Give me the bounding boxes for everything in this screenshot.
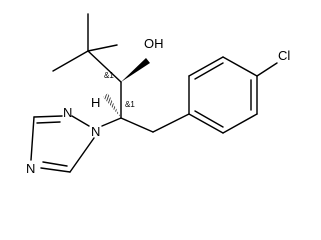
triazole-bond-n4-c5-inner (42, 161, 68, 167)
triazole-ring: N N N (26, 105, 100, 176)
triazole-n2-label: N (63, 105, 72, 120)
stereo-label-chn: &1 (125, 100, 135, 109)
bond-ring-to-cl (256, 62, 278, 77)
triazole-bond-c5-n1 (69, 137, 95, 173)
bond-chn-to-triazole-n (101, 117, 122, 127)
chemical-structure-canvas: OH &1 H &1 Cl N N (26, 13, 291, 176)
hydroxyl-label: OH (144, 36, 164, 51)
ring-bond-6 (188, 113, 224, 134)
ring-bond-2 (188, 56, 224, 77)
bond-c-methyl-right (87, 44, 118, 52)
ring-bond-5 (222, 113, 258, 134)
bond-c-methyl-left (52, 50, 89, 72)
benzyl-group: Cl (152, 48, 290, 134)
hydrogen-label: H (91, 95, 100, 110)
stereocenter-cn: H &1 (91, 93, 154, 133)
bond-ch2-to-ring (152, 113, 190, 133)
hashed-bond-to-h (103, 93, 121, 118)
stereo-label-choh: &1 (104, 71, 114, 80)
wedge-bond-to-oh (121, 58, 150, 82)
triazole-bond-n1-n2 (71, 115, 90, 127)
carbinol-center: OH &1 (104, 36, 164, 119)
chlorine-label: Cl (278, 48, 290, 63)
triazole-n4-label: N (26, 161, 35, 176)
triazole-bond-n2-c3 (33, 115, 63, 118)
bond-tbutyl-to-choh (87, 50, 122, 83)
ring-inner-double-1 (194, 62, 224, 80)
triazole-bond-n4-c5 (40, 167, 71, 173)
molecule-diagram: OH &1 H &1 Cl N N (26, 13, 290, 176)
ring-inner-double-3 (194, 110, 224, 128)
triazole-n1-label: N (91, 124, 100, 139)
triazole-bond-n2-c3-inner (36, 121, 61, 124)
bond-chn-to-ch2 (120, 117, 154, 133)
tert-butyl-group (52, 13, 122, 83)
triazole-bond-c3-n4 (30, 116, 35, 161)
ring-bond-3 (222, 56, 258, 77)
